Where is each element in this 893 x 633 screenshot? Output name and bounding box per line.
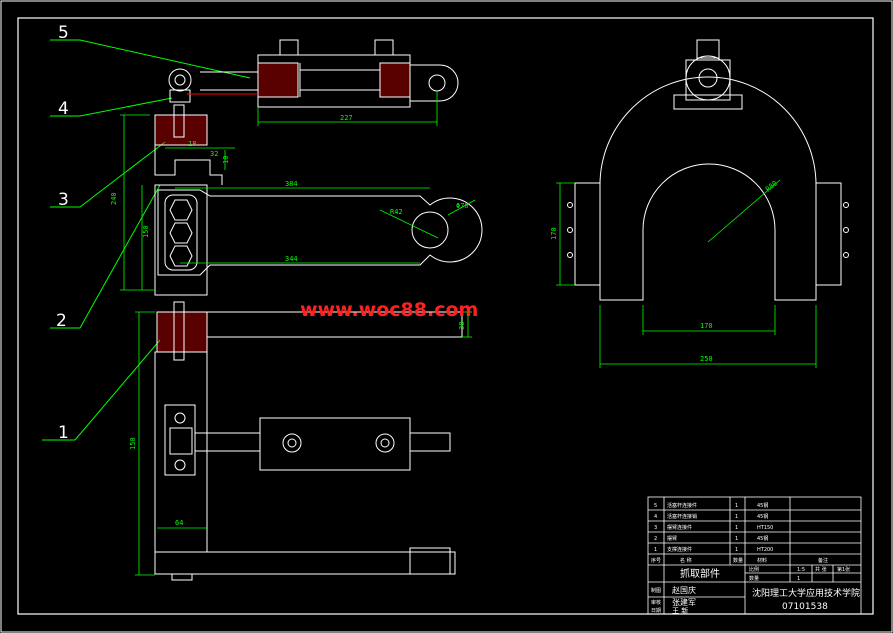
part-no: 3 — [654, 525, 657, 531]
part-qty: 1 — [735, 503, 738, 509]
balloon-labels: 5 4 3 2 1 — [56, 23, 69, 443]
parts-list: 5 活塞杆连接件 1 45钢 4 活塞杆连接销 1 45钢 3 摆臂连接件 1 … — [651, 502, 850, 614]
dim-base-arm: 30 — [458, 322, 466, 330]
header-no: 序号 — [651, 557, 661, 564]
dim-step-a: 18 — [188, 140, 196, 148]
balloon-5: 5 — [58, 23, 69, 43]
title-block — [647, 496, 862, 615]
dim-column-height: 150 — [129, 437, 137, 450]
drawing-frame — [17, 17, 874, 615]
drawing-code: 07101538 — [782, 602, 828, 612]
part-no: 4 — [654, 514, 657, 520]
support-column — [154, 301, 463, 581]
header-note: 备注 — [818, 557, 828, 564]
part-material: 45钢 — [757, 535, 768, 542]
role-review: 审核 — [651, 599, 661, 606]
balloon-4: 4 — [58, 99, 69, 119]
dim-arm-phi70: Φ70 — [456, 202, 469, 210]
balloon-3: 3 — [58, 190, 69, 210]
part-name: 支撑连接件 — [667, 546, 692, 553]
part-name: 摆臂连接件 — [667, 524, 692, 531]
dim-arm-bottom: 344 — [285, 255, 298, 263]
part-qty: 1 — [735, 525, 738, 531]
sheet-label: 共 张 — [815, 566, 827, 573]
dim-step-b: 32 — [210, 150, 218, 158]
header-name: 名 称 — [680, 557, 692, 564]
sheet-value: 第1张 — [837, 566, 850, 573]
scale-label: 比例 — [749, 566, 759, 573]
support-block — [154, 104, 223, 296]
school-name: 沈阳理工大学应用技术学院 — [752, 587, 860, 599]
dim-column-width: 64 — [175, 519, 183, 527]
side-dims — [556, 179, 817, 368]
part-qty: 1 — [735, 536, 738, 542]
part-material: 45钢 — [757, 502, 768, 509]
role-draw: 制图 — [651, 587, 661, 594]
part-no: 1 — [654, 547, 657, 553]
cylinder-dim — [257, 92, 438, 126]
dim-side-inner: 170 — [700, 322, 713, 330]
header-material: 材料 — [757, 557, 767, 564]
dim-side-outer: 250 — [700, 355, 713, 363]
leaders — [42, 39, 251, 441]
dim-block-inner: 150 — [142, 225, 150, 238]
column-dims — [135, 311, 472, 576]
qty-label: 数量 — [749, 575, 759, 582]
part-qty: 1 — [735, 514, 738, 520]
part-name: 活塞杆连接销 — [667, 513, 697, 520]
dim-side-height: 170 — [550, 227, 558, 240]
dim-block-height: 240 — [110, 192, 118, 205]
side-view — [567, 39, 849, 301]
swing-arm — [157, 189, 483, 276]
dim-step-c: 10 — [222, 156, 230, 164]
drawing-title: 抓取部件 — [680, 567, 720, 580]
balloon-2: 2 — [56, 311, 67, 331]
part-name: 摆臂 — [667, 535, 677, 542]
part-material: HT150 — [757, 525, 773, 531]
dim-arm-top: 384 — [285, 180, 298, 188]
role-name-date: 王 新 — [672, 606, 688, 615]
qty-value: 1 — [797, 576, 800, 582]
header-qty: 数量 — [733, 557, 743, 564]
part-qty: 1 — [735, 547, 738, 553]
role-name-review: 张建军 — [672, 597, 696, 607]
role-name-draw: 赵国庆 — [672, 585, 696, 595]
dim-arm-r42: R42 — [390, 208, 403, 216]
part-no: 5 — [654, 503, 657, 509]
balloon-1: 1 — [58, 423, 69, 443]
part-name: 活塞杆连接件 — [667, 502, 697, 509]
scale-value: 1:5 — [797, 567, 805, 573]
watermark: www.woc88.com — [300, 299, 478, 321]
dim-cylinder-length: 227 — [340, 114, 353, 122]
part-material: HT200 — [757, 547, 773, 553]
cylinder — [168, 39, 459, 108]
part-no: 2 — [654, 536, 657, 542]
part-material: 45钢 — [757, 513, 768, 520]
role-date: 日期 — [651, 608, 661, 614]
arm-dims — [120, 114, 476, 291]
